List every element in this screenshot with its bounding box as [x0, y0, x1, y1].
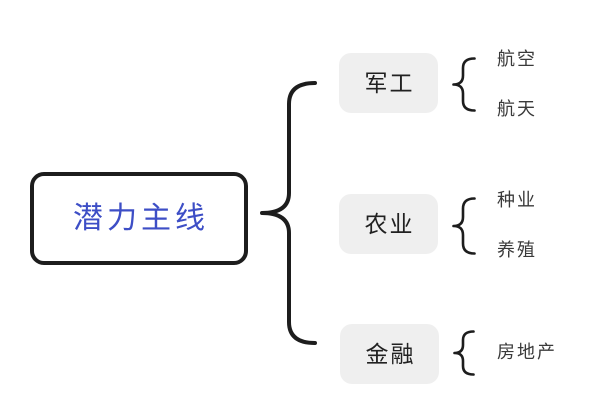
branch-node-label: 军工: [364, 69, 415, 96]
child-node-aviation[interactable]: 航空: [497, 49, 537, 69]
root-children-brace-icon: [260, 81, 317, 345]
branch-1-brace-icon: [452, 197, 476, 255]
root-node-label: 潜力主线: [73, 201, 209, 235]
child-node-seed-industry[interactable]: 种业: [497, 190, 537, 210]
branch-0-brace-icon: [452, 57, 476, 112]
branch-node-agriculture[interactable]: 农业: [339, 194, 438, 254]
child-node-real-estate[interactable]: 房地产: [497, 342, 557, 362]
root-node[interactable]: 潜力主线: [30, 172, 248, 265]
child-node-aerospace[interactable]: 航天: [497, 99, 537, 119]
branch-node-label: 金融: [365, 340, 416, 367]
branch-2-brace-icon: [453, 330, 475, 376]
branch-node-finance[interactable]: 金融: [340, 324, 439, 384]
branch-node-military[interactable]: 军工: [339, 53, 438, 113]
child-node-breeding[interactable]: 养殖: [497, 240, 537, 260]
branch-node-label: 农业: [364, 210, 415, 237]
